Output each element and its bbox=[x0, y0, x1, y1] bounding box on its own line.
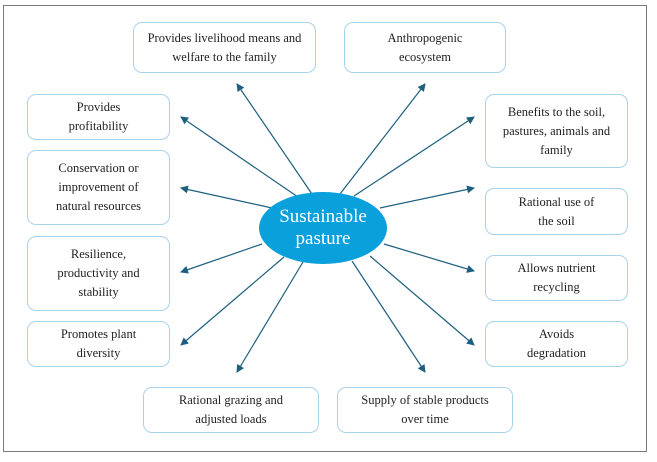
arrow-conservation bbox=[180, 185, 273, 209]
arrow-livelihood bbox=[236, 83, 313, 195]
node-anthropogenic: Anthropogenic ecosystem bbox=[344, 22, 506, 73]
center-label-line2: pasture bbox=[295, 228, 351, 249]
arrow-degradation bbox=[369, 255, 475, 346]
node-nutrient: Allows nutrient recycling bbox=[485, 255, 628, 301]
diagram-frame bbox=[3, 5, 647, 452]
arrow-profitability bbox=[180, 116, 299, 198]
arrow-resilience bbox=[180, 243, 263, 274]
center-label-line1: Sustainable bbox=[279, 206, 367, 227]
node-resilience: Resilience, productivity and stability bbox=[27, 236, 170, 311]
arrow-rational-use bbox=[379, 185, 475, 209]
node-diversity: Promotes plant diversity bbox=[27, 321, 170, 367]
node-livelihood: Provides livelihood means and welfare to… bbox=[133, 22, 316, 73]
center-node: Sustainable pasture bbox=[259, 192, 387, 264]
node-profitability: Provides profitability bbox=[27, 94, 170, 140]
node-grazing: Rational grazing and adjusted loads bbox=[143, 387, 319, 433]
arrow-diversity bbox=[180, 256, 285, 346]
node-degradation: Avoids degradation bbox=[485, 321, 628, 367]
arrow-nutrient bbox=[383, 243, 475, 273]
node-benefits: Benefits to the soil, pastures, animals … bbox=[485, 94, 628, 168]
node-rational-use: Rational use of the soil bbox=[485, 188, 628, 235]
arrow-supply bbox=[351, 260, 426, 373]
node-conservation: Conservation or improvement of natural r… bbox=[27, 150, 170, 225]
arrow-anthropogenic bbox=[339, 83, 426, 195]
arrow-grazing bbox=[236, 261, 304, 373]
node-supply: Supply of stable products over time bbox=[337, 387, 513, 433]
arrow-benefits bbox=[353, 116, 475, 197]
